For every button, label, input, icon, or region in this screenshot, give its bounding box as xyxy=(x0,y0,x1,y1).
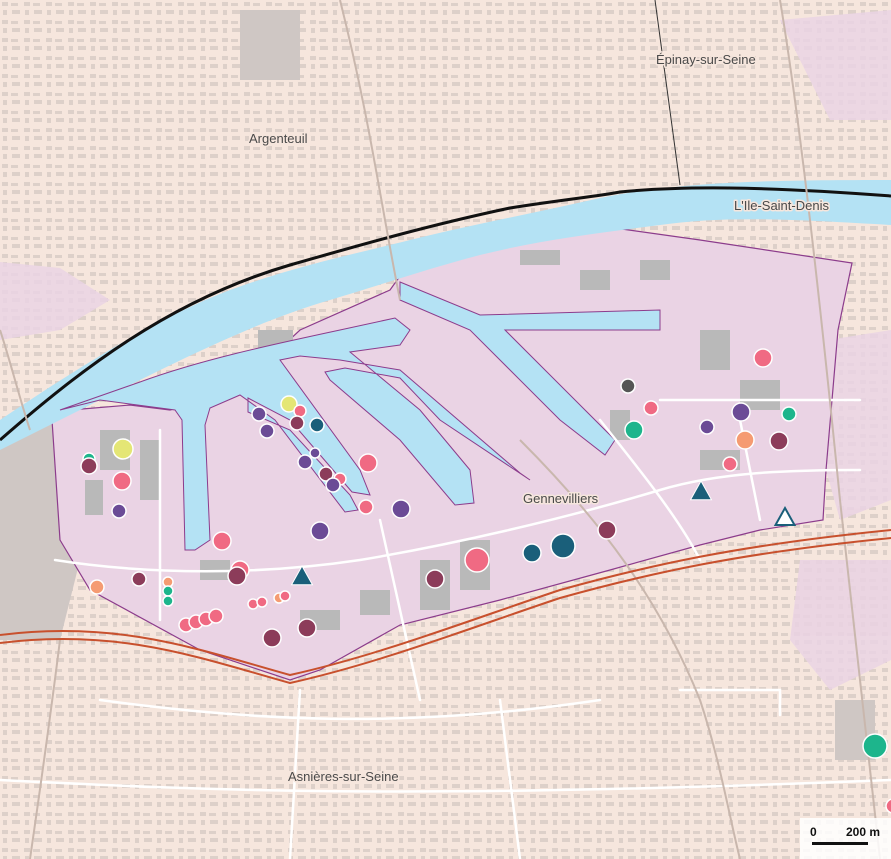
facility-marker-circle[interactable] xyxy=(259,423,275,439)
facility-marker-circle[interactable] xyxy=(80,457,98,475)
facility-marker-circle[interactable] xyxy=(522,543,542,563)
facility-marker-circle[interactable] xyxy=(753,348,773,368)
place-label-ile-saint-denis: L'Ile-Saint-Denis xyxy=(734,198,829,213)
facility-marker-circle[interactable] xyxy=(262,628,282,648)
facility-marker-circle[interactable] xyxy=(297,454,313,470)
facility-marker-circle[interactable] xyxy=(162,585,174,597)
facility-marker-circle[interactable] xyxy=(620,378,636,394)
place-label-gennevilliers: Gennevilliers xyxy=(523,491,599,506)
facility-marker-circle[interactable] xyxy=(643,400,659,416)
facility-marker-circle[interactable] xyxy=(781,406,797,422)
facility-markers xyxy=(80,348,891,814)
seine-river xyxy=(0,180,891,450)
scale-bar-line xyxy=(812,842,868,845)
scale-distance-label: 200 m xyxy=(846,825,880,839)
facility-marker-circle[interactable] xyxy=(735,430,755,450)
facility-marker-circle[interactable] xyxy=(89,579,105,595)
facility-marker-circle[interactable] xyxy=(550,533,576,559)
facility-marker-circle[interactable] xyxy=(112,438,134,460)
facility-marker-circle[interactable] xyxy=(310,521,330,541)
facility-marker-circle[interactable] xyxy=(111,503,127,519)
facility-marker-circle[interactable] xyxy=(885,798,891,814)
secondary-zones xyxy=(0,10,891,690)
facility-marker-circle[interactable] xyxy=(131,571,147,587)
commune-boundary xyxy=(654,0,681,186)
scale-bar: 0 200 m xyxy=(800,818,891,859)
facility-marker-triangle[interactable] xyxy=(689,479,713,501)
facility-marker-circle[interactable] xyxy=(731,402,751,422)
facility-marker-circle[interactable] xyxy=(162,595,174,607)
facility-marker-circle[interactable] xyxy=(358,453,378,473)
facility-marker-triangle[interactable] xyxy=(290,564,314,586)
facility-marker-circle[interactable] xyxy=(227,566,247,586)
facility-marker-circle[interactable] xyxy=(464,547,490,573)
facility-marker-circle[interactable] xyxy=(309,447,321,459)
place-label-epinay: Épinay-sur-Seine xyxy=(656,52,756,67)
highway-a86 xyxy=(0,529,891,685)
facility-marker-circle[interactable] xyxy=(318,466,334,482)
roads xyxy=(0,398,891,859)
facility-marker-circle[interactable] xyxy=(624,420,644,440)
facility-marker-circle[interactable] xyxy=(289,415,305,431)
facility-marker-circle[interactable] xyxy=(358,499,374,515)
facility-marker-circle[interactable] xyxy=(699,419,715,435)
place-label-asnieres: Asnières-sur-Seine xyxy=(288,769,399,784)
facility-marker-circle[interactable] xyxy=(297,618,317,638)
facility-marker-circle[interactable] xyxy=(769,431,789,451)
facility-marker-circle[interactable] xyxy=(208,608,224,624)
facility-marker-triangle-outline[interactable] xyxy=(773,505,797,526)
facility-marker-circle[interactable] xyxy=(251,406,267,422)
facility-marker-circle[interactable] xyxy=(391,499,411,519)
facility-marker-circle[interactable] xyxy=(722,456,738,472)
facility-marker-circle[interactable] xyxy=(112,471,132,491)
port-basins xyxy=(59,317,531,551)
facility-marker-circle[interactable] xyxy=(212,531,232,551)
facility-marker-circle[interactable] xyxy=(280,395,298,413)
facility-marker-circle[interactable] xyxy=(293,404,307,418)
facility-marker-circle[interactable] xyxy=(325,477,341,493)
place-label-argenteuil: Argenteuil xyxy=(249,131,308,146)
facility-marker-circle[interactable] xyxy=(256,596,268,608)
facility-marker-circle[interactable] xyxy=(425,569,445,589)
scale-zero-label: 0 xyxy=(810,825,817,839)
facility-marker-circle[interactable] xyxy=(862,733,888,759)
facility-marker-circle[interactable] xyxy=(597,520,617,540)
facility-marker-circle[interactable] xyxy=(279,590,291,602)
facility-marker-circle[interactable] xyxy=(309,417,325,433)
department-boundary xyxy=(0,186,891,442)
